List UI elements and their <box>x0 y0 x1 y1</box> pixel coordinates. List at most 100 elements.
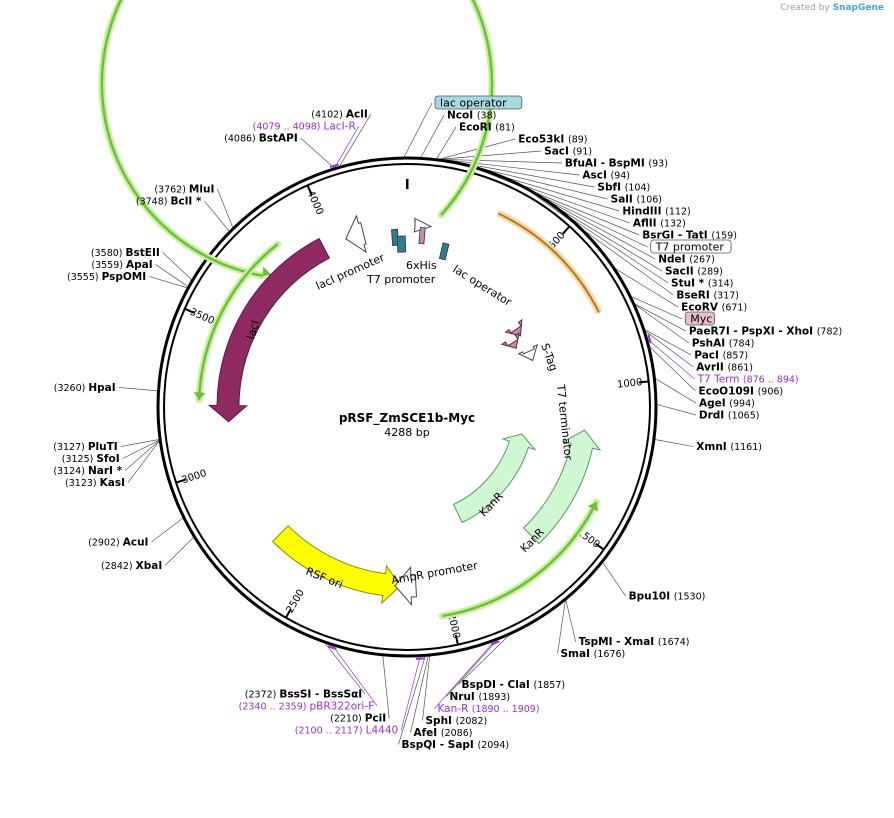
enzyme-label: (3555) PspOMI <box>67 271 146 283</box>
enzyme-name: SphI <box>425 715 455 727</box>
enzyme-position: (3127) <box>53 442 88 453</box>
enzyme-position: (3124) <box>53 466 88 477</box>
primer-site-mark <box>647 334 652 344</box>
enzyme-label: (4086) BstAPI <box>224 133 298 145</box>
kanR-outer-arrow <box>522 429 602 545</box>
site-label-enz: PacI (857) <box>694 350 748 362</box>
site-label-enz: EcoO109I (906) <box>699 386 784 398</box>
enzyme-position: (1676) <box>594 649 626 660</box>
leader-line <box>165 537 194 566</box>
enzyme-name: MluI <box>189 183 214 195</box>
primer-label: Kan-R (1890 .. 1909) <box>437 703 539 715</box>
leader-line <box>518 183 674 296</box>
site-label-enz: (2372) BssSI - BssSαI <box>245 689 362 701</box>
enzyme-name: BspQI - SapI <box>401 739 477 751</box>
leader-line <box>120 439 160 447</box>
enzyme-position: (784) <box>729 339 755 350</box>
enzyme-position: (3762) <box>154 184 189 195</box>
enzyme-position: (89) <box>568 135 588 146</box>
enzyme-label: AflII (132) <box>633 218 686 230</box>
enzyme-name: EcoRV <box>681 302 721 314</box>
enzyme-position: (289) <box>697 267 723 278</box>
enzyme-name: AgeI <box>699 398 729 410</box>
site-label-enz: BfuAI - BspMI (93) <box>565 158 668 170</box>
enzyme-name: HindIII <box>622 206 665 218</box>
site-label-primer: (4079 .. 4098) LacI-R <box>253 121 356 133</box>
orf-ribbon-left <box>197 243 279 400</box>
enzyme-label: AfeI (2086) <box>413 727 472 739</box>
enzyme-name: NarI * <box>88 465 123 477</box>
enzyme-name: AfeI <box>413 727 440 739</box>
feature-label: AmpR promoter <box>390 559 479 587</box>
enzyme-position: (3559) <box>91 260 126 271</box>
ampr-promoter-arrow <box>394 565 417 607</box>
enzyme-label: NcoI (38) <box>447 110 496 122</box>
enzyme-position: (38) <box>477 111 497 122</box>
tick-mark <box>184 307 195 314</box>
enzyme-position: (1674) <box>658 637 690 648</box>
primer-range: (876 .. 894) <box>743 375 799 386</box>
site-label-enz: (2210) PciI <box>330 713 386 725</box>
enzyme-name: NcoI <box>447 110 477 122</box>
rsf-ori-arrow <box>271 525 401 605</box>
enzyme-label: (2210) PciI <box>330 713 386 725</box>
primer-name: Kan-R <box>437 703 471 715</box>
tick-label: 2000 <box>445 613 461 640</box>
orf-ribbon-left-head <box>193 391 206 400</box>
enzyme-name: BssSI - BssSαI <box>279 689 362 701</box>
enzyme-position: (906) <box>758 387 784 398</box>
enzyme-name: AvrII <box>696 362 727 374</box>
lacI-arrow <box>207 237 331 423</box>
primer-label: T7 Term (876 .. 894) <box>697 374 799 386</box>
enzyme-label: (3123) KasI <box>65 477 125 489</box>
tick-label: 3000 <box>180 468 208 486</box>
site-label-enz: Bpu10I (1530) <box>629 591 706 603</box>
t7-terminator-arrow <box>517 344 538 362</box>
site-label-enz: (2842) XbaI <box>101 560 162 572</box>
enzyme-label: (3124) NarI * <box>53 465 122 477</box>
enzyme-name: SacII <box>665 266 697 278</box>
primer-site-mark <box>329 163 339 169</box>
primer-range: (1890 .. 1909) <box>472 704 540 715</box>
enzyme-label: BspDI - ClaI (1857) <box>461 679 565 691</box>
leader-line <box>155 264 189 287</box>
orf-ribbon-top <box>100 0 494 277</box>
enzyme-name: BseRI <box>676 290 713 302</box>
leader-line <box>162 252 192 281</box>
enzyme-name: DrdI <box>699 410 728 422</box>
enzyme-label: NdeI (267) <box>658 254 715 266</box>
enzyme-name: NdeI <box>658 254 689 266</box>
enzyme-position: (1530) <box>674 592 706 603</box>
leader-line <box>403 102 433 158</box>
tick-label: 1000 <box>617 377 643 391</box>
branding-prefix: Created by <box>780 3 830 13</box>
feature-label: T7 promoter <box>366 273 436 286</box>
leader-line <box>647 339 695 380</box>
enzyme-name: TspMI - XmaI <box>579 636 658 648</box>
site-label-enz: BsrGI - TatI (159) <box>642 230 737 242</box>
enzyme-label: (3125) SfoI <box>62 453 120 465</box>
enzyme-label: SbfI (104) <box>597 182 650 194</box>
leader-line <box>464 163 640 236</box>
site-label-enz: HindIII (112) <box>622 206 690 218</box>
leader-line <box>217 188 234 228</box>
tick-label: 3500 <box>188 307 216 327</box>
tick-mark <box>562 225 571 235</box>
enzyme-name: BsrGI - TatI <box>642 230 711 242</box>
enzyme-label: AgeI (994) <box>699 398 755 410</box>
enzyme-name: SbfI <box>597 182 624 194</box>
enzyme-label: EcoRI (81) <box>459 122 515 134</box>
leader-line <box>122 439 160 459</box>
enzyme-label: HindIII (112) <box>622 206 690 218</box>
feature-label: S-Tag <box>538 342 560 373</box>
tick-label: 4000 <box>305 189 325 217</box>
site-label-primer: (2100 .. 2117) L4440 <box>295 725 398 737</box>
enzyme-position: (2094) <box>477 740 509 751</box>
stag-arrow-1 <box>504 318 523 337</box>
site-label-enz: BspDI - ClaI (1857) <box>461 679 565 691</box>
enzyme-name: AclI <box>346 109 368 121</box>
boxed-label-frame <box>434 95 523 110</box>
enzyme-label: (3762) MluI <box>154 183 214 195</box>
